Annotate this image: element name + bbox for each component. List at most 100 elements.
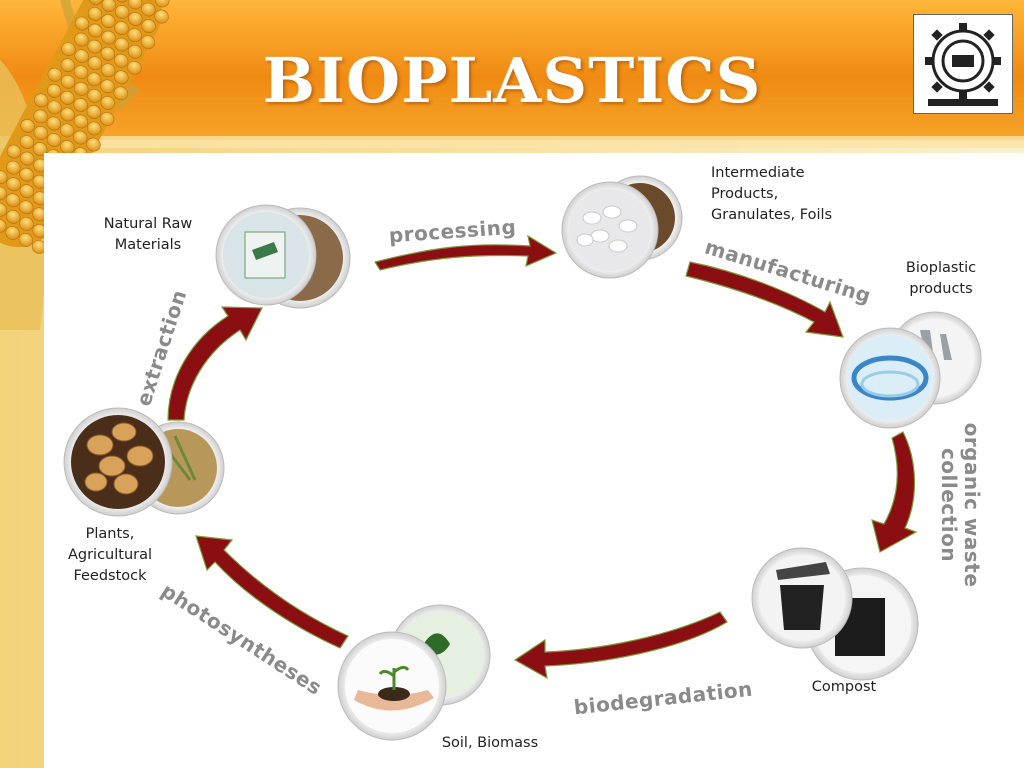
plants-feedstock-image <box>63 407 225 517</box>
corn-kernel <box>114 37 129 52</box>
process-label-processing: processing <box>388 215 517 248</box>
corn-kernel <box>100 95 115 110</box>
corn-kernel <box>33 109 48 124</box>
corn-kernel <box>33 93 49 108</box>
corn-kernel <box>0 170 8 185</box>
arrow-extraction <box>167 306 263 421</box>
corn-kernel <box>33 126 48 140</box>
stage-label-line: Soil, Biomass <box>441 735 539 751</box>
corn-kernel <box>87 7 103 21</box>
corn-kernel <box>46 133 62 147</box>
corn-kernel <box>74 49 89 64</box>
corn-kernel <box>6 144 22 159</box>
stage-label-bioplastic-products: Bioplastic products <box>886 258 996 300</box>
corn-kernel <box>32 142 48 156</box>
natural-raw-materials-image <box>215 204 351 309</box>
corn-kernel <box>141 19 156 33</box>
corn-kernel <box>47 67 62 82</box>
stage-label-line: Plants, <box>85 526 135 542</box>
soil-biomass-image <box>337 604 491 741</box>
stage-label-plants-feedstock: Plants, Agricultural Feedstock <box>50 524 170 587</box>
corn-kernel <box>19 216 34 231</box>
process-label-photosyntheses: photosyntheses <box>157 578 326 700</box>
corn-kernel <box>128 12 143 26</box>
corn-kernel <box>114 70 129 85</box>
corn-kernel <box>86 121 102 136</box>
arrow-photosyntheses <box>195 535 349 649</box>
stage-label-line: Agricultural <box>67 547 153 563</box>
corn-kernel <box>87 56 103 71</box>
stage-label-line: Natural Raw <box>103 216 193 232</box>
corn-kernel <box>59 123 75 138</box>
stage-label-compost: Compost <box>790 677 898 698</box>
arrow-processing <box>374 234 558 271</box>
stage-label-line: products <box>909 281 973 297</box>
corn-kernel <box>19 151 35 166</box>
stage-label-natural-raw-materials: Natural Raw Materials <box>88 214 208 256</box>
corn-kernel <box>86 137 101 152</box>
corn-kernel <box>20 119 35 133</box>
corn-kernel <box>19 167 34 182</box>
stage-label-line: Granulates, Foils <box>711 207 833 223</box>
corn-kernel <box>6 177 21 192</box>
corn-kernel <box>141 2 156 17</box>
process-label-biodegradation: biodegradation <box>573 677 754 720</box>
corn-kernel <box>88 0 103 5</box>
corn-kernel <box>127 0 143 10</box>
corn-kernel <box>5 226 20 240</box>
corn-kernel <box>60 107 75 122</box>
corn-kernel <box>46 116 61 131</box>
corn-kernel <box>6 209 21 224</box>
corn-kernel <box>73 130 88 145</box>
corn-kernel <box>6 160 21 175</box>
university-logo <box>913 14 1013 114</box>
corn-kernel <box>87 88 102 103</box>
slide-title: BIOPLASTICS <box>262 44 762 117</box>
corn-kernel <box>127 60 142 75</box>
corn-kernel <box>60 74 76 89</box>
corn-kernel <box>114 21 129 35</box>
stage-label-line: Intermediate <box>711 165 805 181</box>
corn-kernel <box>113 86 128 101</box>
corn-kernel <box>154 9 169 24</box>
corn-kernel <box>60 90 75 105</box>
corn-kernel <box>19 135 35 149</box>
corn-kernel <box>100 46 116 61</box>
corn-kernel <box>18 233 34 247</box>
corn-kernel <box>127 44 143 59</box>
corn-kernel <box>18 200 34 215</box>
process-label-collection: collection <box>937 448 961 562</box>
corn-kernel <box>61 42 76 57</box>
arrow-organic-waste-collection <box>871 431 918 553</box>
stage-label-line: Compost <box>811 679 877 695</box>
compost-image <box>751 547 919 681</box>
intermediate-products-image <box>561 175 683 279</box>
corn-kernel <box>73 97 88 112</box>
corn-kernel <box>114 5 130 19</box>
corn-kernel <box>73 114 89 129</box>
corn-kernel <box>19 184 35 199</box>
corn-kernel <box>47 100 62 115</box>
corn-kernel <box>0 218 7 233</box>
arrow-manufacturing <box>685 261 844 338</box>
stage-label-line: Feedstock <box>73 568 147 584</box>
corn-kernel <box>127 28 142 43</box>
corn-kernel <box>140 35 156 50</box>
corn-kernel <box>46 83 62 98</box>
stage-label-line: Products, <box>711 186 779 202</box>
stage-label-line: Materials <box>114 237 182 253</box>
corn-kernel <box>0 186 7 201</box>
stage-label-soil-biomass: Soil, Biomass <box>420 733 560 754</box>
corn-kernel <box>74 16 90 31</box>
arrow-biodegradation <box>513 611 728 680</box>
corn-kernel <box>100 63 116 78</box>
stage-label-line: Bioplastic <box>905 260 977 276</box>
corn-kernel <box>0 202 8 217</box>
stage-label-intermediate-products: Intermediate Products, Granulates, Foils <box>711 163 891 226</box>
bioplastic-products-image <box>839 311 982 429</box>
corn-kernel <box>88 23 103 38</box>
corn-kernel <box>87 72 102 87</box>
corn-kernel <box>74 32 89 47</box>
corn-kernel <box>101 0 117 12</box>
